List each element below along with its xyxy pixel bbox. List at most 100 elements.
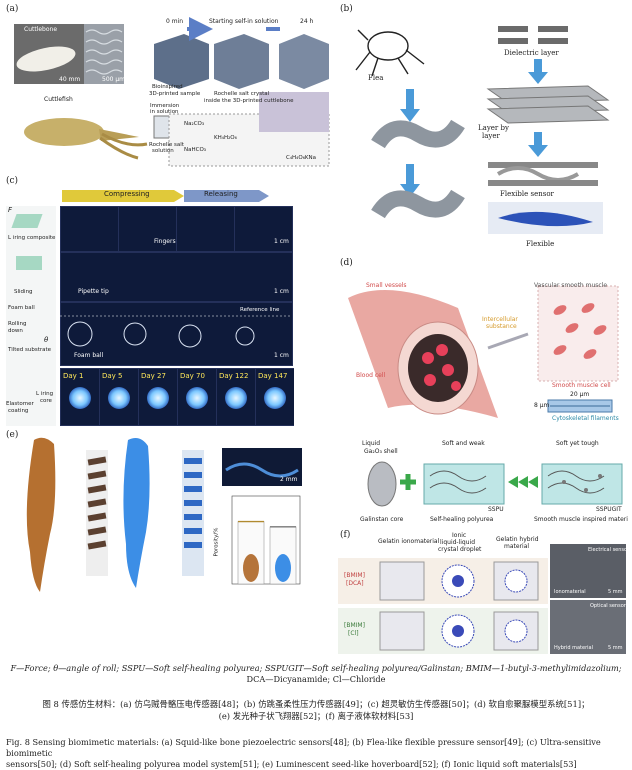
a-nahco3: NaHCO₃ [184, 147, 206, 153]
c-liring: L iring composite [8, 235, 56, 241]
c-elastomer1: Elastomer [6, 401, 34, 407]
c-sliding: Sliding [14, 289, 33, 295]
m-selfheal: Self-healing polyurea [430, 516, 494, 523]
panel-d: (d) Small vessels Vascular smooth muscle… [338, 258, 628, 423]
panel-c: (c) Compressing Releasing F L iring comp… [4, 176, 294, 426]
c-cm-2: 1 cm [274, 288, 289, 295]
panel-f-label: (f) [340, 530, 351, 540]
c-day-label: Day 5 [102, 372, 123, 380]
d-cyto: Cytoskeletal filaments [552, 415, 619, 422]
m-sspu: SSPU [488, 506, 504, 513]
b-dielectric: Dielectric layer [504, 49, 559, 57]
c-day-glow [186, 387, 208, 409]
m-softweak: Soft and weak [442, 440, 485, 447]
c-F: F [8, 206, 13, 214]
f-illustration [379, 561, 539, 651]
f-5mm-1: 5 mm [608, 589, 623, 595]
f-col2b: liquid-liquid [440, 539, 476, 546]
c-liring2: L iring [36, 391, 54, 397]
a-immersion2: in solution [150, 109, 179, 115]
c-day-glow [69, 387, 91, 409]
panel-d-label: (d) [340, 258, 353, 268]
c-releasing: Releasing [204, 190, 238, 198]
a-cuttlebone: Cuttlebone [24, 26, 58, 33]
caption-abbr-line2: DCA—Dicyanamide; Cl—Chloride [246, 674, 386, 684]
a-500um: 500 μm [102, 76, 126, 83]
c-header-arrows [62, 190, 269, 202]
c-day-cell: Day 147 [255, 368, 294, 426]
d-vascular: Vascular smooth muscle [534, 282, 608, 289]
c-sliding-block [16, 256, 42, 270]
f-col2a: Ionic [452, 532, 467, 539]
c-core: core [40, 398, 52, 404]
panel-b-illustration [355, 26, 610, 234]
panel-e-label: (e) [6, 430, 19, 440]
f-electrical: Electrical sensor [588, 547, 628, 553]
a-rochelle1: Rochelle salt crystal [214, 91, 270, 97]
c-row2 [60, 252, 293, 302]
f-optical: Optical sensor [590, 603, 626, 609]
c-day-glow [225, 387, 247, 409]
c-foamball2: Foam ball [74, 352, 104, 359]
c-reference: Reference line [240, 307, 280, 313]
f-ionomat: Ionomaterial [554, 589, 586, 595]
d-small: Small vessels [366, 282, 407, 289]
caption-abbr-line1: F—Force; θ—angle of roll; SSPU—Soft self… [10, 663, 622, 673]
c-day-cell: Day 1 [60, 368, 100, 426]
a-rochelle2: inside the 3D-printed cuttlebone [204, 98, 294, 104]
caption-zh-line1: 图 8 传感仿生材料：(a) 仿乌贼骨骼压电传感器[48]；(b) 仿跳蚤柔性压… [42, 699, 590, 709]
a-24h: 24 h [300, 18, 314, 25]
c-day-label: Day 27 [141, 372, 166, 380]
m-shell: Ga₂O₃ shell [364, 448, 398, 455]
caption-en-line2: sensors[50]; (d) Soft self-healing polyu… [6, 759, 577, 769]
a-bio1: Bioinspired [152, 84, 183, 90]
a-cuttlefish: Cuttlefish [44, 96, 73, 103]
panel-a-illustration [14, 17, 330, 167]
c-day-label: Day 70 [180, 372, 205, 380]
panel-materials: Liquid Ga₂O₃ shell Soft and weak Soft ye… [338, 430, 628, 530]
a-starting: Starting self-in solution [209, 18, 279, 25]
panel-f: (f) Gelatin ionomaterial Ionic liquid-li… [338, 530, 628, 656]
a-na2co3: Na₂CO₃ [184, 121, 205, 127]
panel-b: (b) Fl [338, 4, 628, 254]
d-blood: Blood cell [356, 372, 386, 379]
d-inter2: substance [486, 323, 517, 330]
b-sensor: Flexible sensor [500, 190, 554, 198]
f-col1: Gelatin ionomaterial [378, 538, 440, 545]
m-sspugit: SSPUGIT [596, 506, 622, 513]
d-20um: 20 μm [570, 391, 590, 398]
a-0min: 0 min [166, 18, 184, 25]
f-photo-electrical [550, 544, 626, 598]
e-ylabel: Porosity/% [213, 527, 220, 557]
f-photo-optical [550, 600, 626, 654]
e-bar-seed-photo [275, 554, 291, 582]
c-pipette: Pipette tip [78, 288, 109, 295]
panel-a: (a) Cuttlebone 40 mm 5 [4, 4, 334, 172]
c-compressing: Compressing [104, 190, 150, 198]
panel-d-illustration [348, 285, 619, 418]
a-knac: C₄H₄O₆KNa [286, 155, 317, 161]
panel-c-label: (c) [6, 176, 19, 186]
a-kh: KH₄H₂O₆ [214, 135, 237, 141]
a-rs1: Rochelle salt [149, 142, 184, 148]
caption-chinese: 图 8 传感仿生材料：(a) 仿乌贼骨骼压电传感器[48]；(b) 仿跳蚤柔性压… [6, 698, 626, 722]
m-liquid: Liquid [362, 440, 381, 447]
a-bio2: 3D-printed sample [149, 91, 201, 97]
c-row1-cell4 [234, 206, 293, 252]
c-day-cell: Day 27 [138, 368, 178, 426]
c-fingers: Fingers [154, 238, 176, 245]
b-layer2: layer [482, 132, 500, 140]
c-day-label: Day 1 [63, 372, 84, 380]
m-smooth: Smooth muscle inspired material [534, 516, 628, 523]
a-rs2: solution [152, 148, 174, 154]
c-row1-cell3 [176, 206, 235, 252]
a-40mm: 40 mm [59, 76, 81, 83]
caption-en-line1: Fig. 8 Sensing biomimetic materials: (a)… [6, 737, 601, 758]
c-theta: θ [44, 336, 49, 344]
e-porosity-chart [231, 495, 301, 585]
f-row1a: [BMIM] [344, 572, 365, 579]
c-row1-cell1 [60, 206, 119, 252]
c-day-glow [108, 387, 130, 409]
c-composite-block [11, 214, 43, 228]
f-row2b: [Cl] [348, 630, 359, 637]
